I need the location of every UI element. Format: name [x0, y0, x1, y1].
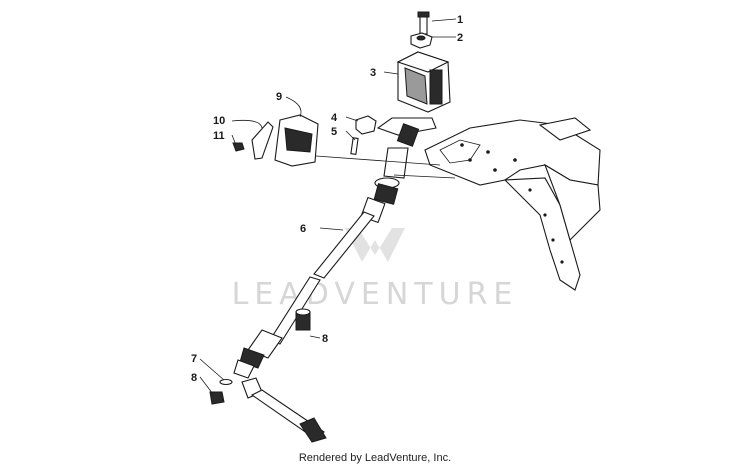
leader-lines [199, 18, 457, 395]
callout-3: 3 [370, 67, 376, 79]
footer-credit: Rendered by LeadVenture, Inc. [298, 452, 452, 464]
callout-1: 1 [457, 14, 463, 26]
callout-6: 6 [300, 223, 306, 235]
callout-7: 7 [191, 353, 197, 365]
watermark-text: LEADVENTURE [232, 277, 519, 312]
universal-joint-upper [373, 177, 400, 205]
washer [219, 378, 233, 386]
small-nut [232, 142, 245, 152]
watermark: LEADVENTURE [232, 228, 519, 312]
callout-11: 11 [213, 130, 225, 142]
lower-column [233, 329, 283, 379]
callout-9: 9 [276, 91, 282, 103]
callouts: 1 2 3 4 5 6 7 8 8 9 10 11 [191, 14, 463, 384]
callout-8-upper: 8 [322, 333, 328, 345]
callout-4: 4 [331, 112, 338, 124]
bottom-nut [209, 391, 225, 405]
vehicle-frame [424, 117, 601, 291]
callout-8-lower: 8 [191, 372, 197, 384]
callout-5: 5 [331, 126, 337, 138]
clamp-nut [410, 32, 433, 49]
bolt-top [417, 11, 430, 35]
mounting-block [396, 51, 451, 113]
column-cover [274, 114, 319, 167]
screw [350, 137, 359, 155]
callout-2: 2 [457, 32, 463, 44]
watermark-logo [345, 228, 405, 262]
small-clamp [355, 115, 377, 135]
bracket-plate [251, 121, 274, 160]
bushing-upper [295, 308, 311, 331]
steering-t-handle [376, 117, 437, 179]
callout-10: 10 [213, 115, 225, 127]
rack-shaft [241, 377, 327, 443]
